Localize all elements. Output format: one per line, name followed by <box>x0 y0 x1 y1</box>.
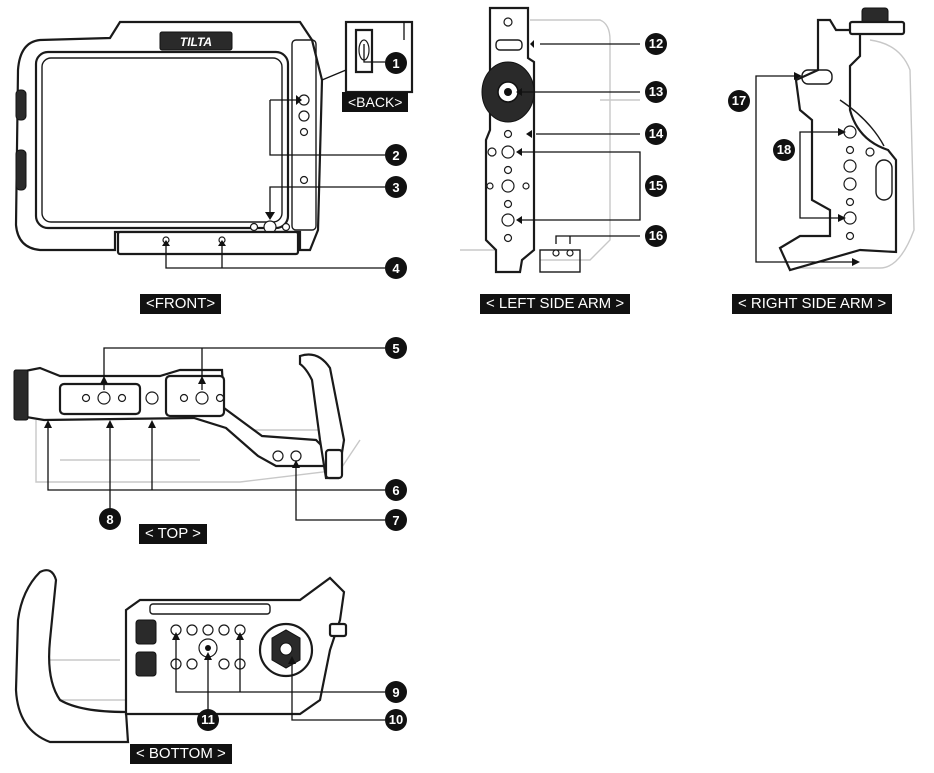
svg-text:5: 5 <box>392 341 399 356</box>
callout-4: 4 <box>385 257 407 279</box>
front-view-logo: TILTA <box>180 35 212 49</box>
callout-7: 7 <box>385 509 407 531</box>
callout-3: 3 <box>385 176 407 198</box>
top-view-drawing <box>13 353 361 483</box>
callout-8: 8 <box>99 508 121 530</box>
callout-1: 1 <box>385 52 407 74</box>
top-view-leaders <box>44 347 385 521</box>
right-side-arm-label: < RIGHT SIDE ARM > <box>732 294 893 314</box>
left-side-arm-leaders <box>516 40 641 244</box>
callout-17: 17 <box>728 90 750 112</box>
svg-text:9: 9 <box>392 685 399 700</box>
callout-15: 15 <box>645 175 667 197</box>
front-view-label: <FRONT> <box>140 294 222 314</box>
svg-text:12: 12 <box>649 36 663 51</box>
callout-9: 9 <box>385 681 407 703</box>
top-view-label: < TOP > <box>139 524 207 544</box>
svg-text:18: 18 <box>777 142 791 157</box>
callout-6: 6 <box>385 479 407 501</box>
front-view-drawing <box>14 20 414 256</box>
svg-text:1: 1 <box>392 56 399 71</box>
callout-5: 5 <box>385 337 407 359</box>
callout-16: 16 <box>645 225 667 247</box>
svg-text:7: 7 <box>392 513 399 528</box>
svg-text:17: 17 <box>732 93 746 108</box>
svg-text:16: 16 <box>649 228 663 243</box>
svg-text:10: 10 <box>389 712 403 727</box>
callout-18: 18 <box>773 139 795 161</box>
callout-2: 2 <box>385 144 407 166</box>
callout-11: 11 <box>197 709 219 731</box>
svg-text:14: 14 <box>649 126 664 141</box>
left-side-arm-label: < LEFT SIDE ARM > <box>480 294 631 314</box>
svg-text:4: 4 <box>392 261 400 276</box>
svg-text:8: 8 <box>106 512 113 527</box>
callout-10: 10 <box>385 709 407 731</box>
svg-text:15: 15 <box>649 178 663 193</box>
bottom-view-leaders <box>172 632 385 721</box>
bottom-view-drawing <box>14 569 348 744</box>
right-side-arm-drawing <box>778 7 915 272</box>
svg-text:6: 6 <box>392 483 399 498</box>
front-view-leaders <box>162 44 385 269</box>
svg-text:11: 11 <box>201 712 215 727</box>
bottom-view-label: < BOTTOM > <box>130 744 232 764</box>
callout-14: 14 <box>645 123 667 145</box>
svg-text:2: 2 <box>392 148 399 163</box>
svg-text:13: 13 <box>649 84 663 99</box>
callout-12: 12 <box>645 33 667 55</box>
callout-markers: 1 2 3 4 5 6 7 8 9 10 11 12 13 14 15 16 1… <box>99 33 795 731</box>
left-side-arm-drawing <box>460 6 640 274</box>
callout-13: 13 <box>645 81 667 103</box>
svg-text:3: 3 <box>392 180 399 195</box>
right-side-arm-leaders <box>755 72 860 266</box>
back-view-label: <BACK> <box>342 92 409 112</box>
